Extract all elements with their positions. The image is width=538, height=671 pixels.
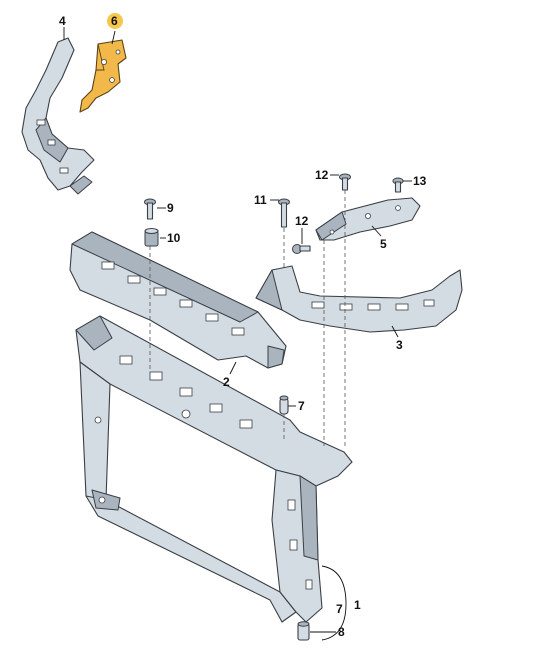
callout-5: 5 bbox=[380, 237, 387, 251]
part-6-bracket-highlighted[interactable] bbox=[79, 39, 127, 113]
part-11-bolt[interactable] bbox=[278, 198, 290, 228]
callout-2: 2 bbox=[223, 375, 230, 389]
part-2-cross-member[interactable] bbox=[69, 231, 287, 369]
part-10-bump-stop[interactable] bbox=[144, 227, 159, 247]
callout-6-badge bbox=[107, 13, 123, 29]
leader-lines bbox=[63, 27, 412, 641]
callout-12-lower: 12 bbox=[295, 214, 309, 228]
part-3-long-bracket[interactable] bbox=[255, 265, 463, 333]
callout-6: 6 bbox=[111, 14, 118, 28]
callout-7-upper: 7 bbox=[298, 399, 305, 413]
callout-3: 3 bbox=[396, 338, 403, 352]
part-4-side-bracket[interactable] bbox=[21, 37, 95, 195]
callout-11: 11 bbox=[254, 193, 267, 207]
part-12-screw-upper[interactable] bbox=[339, 173, 351, 191]
callout-4: 4 bbox=[59, 14, 66, 28]
part-1-front-carrier[interactable] bbox=[75, 315, 353, 623]
callout-labels: 4 6 9 10 11 12 12 13 5 3 2 7 7 1 8 bbox=[59, 13, 427, 639]
callout-13: 13 bbox=[413, 174, 427, 188]
part-7-pin[interactable] bbox=[279, 395, 289, 415]
callout-7-lower: 7 bbox=[336, 602, 343, 616]
callout-8: 8 bbox=[338, 625, 345, 639]
callout-12-upper: 12 bbox=[315, 168, 329, 182]
assembly-lines bbox=[149, 190, 346, 446]
callout-1: 1 bbox=[354, 598, 361, 612]
part-8-bush[interactable] bbox=[297, 621, 310, 641]
callout-9: 9 bbox=[167, 201, 174, 215]
part-5-upper-bracket[interactable] bbox=[315, 197, 421, 241]
part-12-screw-lower[interactable] bbox=[292, 244, 311, 254]
part-9-bolt[interactable] bbox=[144, 198, 156, 220]
callout-10: 10 bbox=[167, 231, 181, 245]
part-13-screw[interactable] bbox=[392, 177, 404, 193]
